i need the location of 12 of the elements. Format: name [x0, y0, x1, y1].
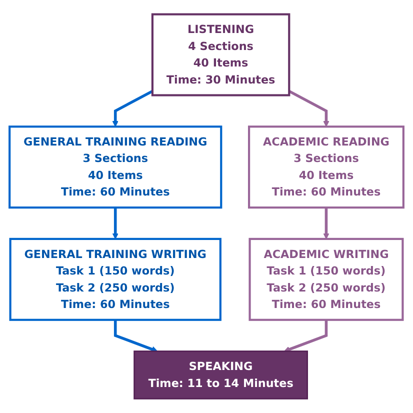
arrow	[112, 208, 118, 240]
node-box: LISTENING 4 Sections 40 Items Time: 30 Minutes	[151, 13, 290, 96]
arrow	[284, 320, 328, 352]
node-box: GENERAL TRAINING READING 3 Sections 40 Items Time: 60 Minutes	[8, 126, 222, 209]
node-box: SPEAKING Time: 11 to 14 Minutes	[134, 350, 308, 400]
arrow	[114, 320, 158, 352]
node-box: ACADEMIC WRITING Task 1 (150 words) Task 2 (250 words) Time: 60 Minutes	[248, 238, 404, 321]
arrow	[112, 90, 154, 127]
arrow	[323, 208, 330, 240]
node-box: ACADEMIC READING 3 Sections 40 Items Time: 60 Minutes	[248, 126, 404, 209]
node-box: GENERAL TRAINING WRITING Task 1 (150 words) Task 2 (250 words) Time: 60 Minutes	[9, 238, 222, 321]
arrow	[288, 90, 330, 127]
